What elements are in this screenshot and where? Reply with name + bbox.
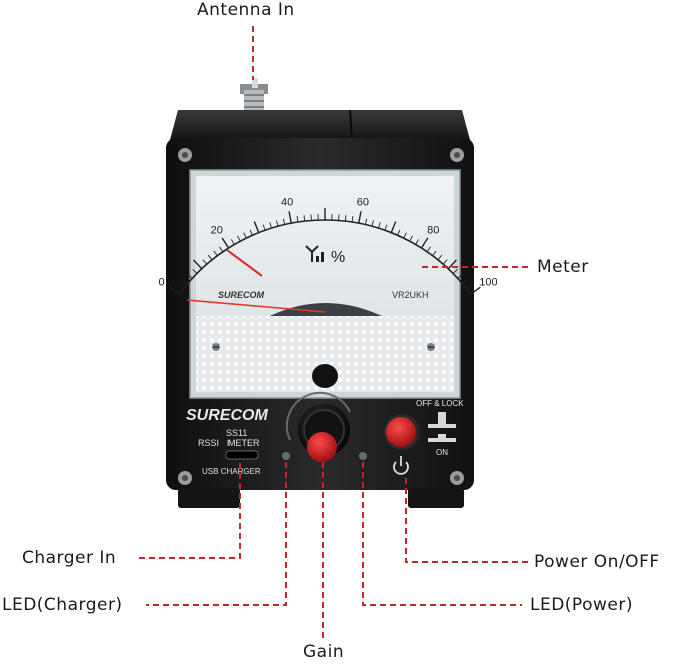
scale-tick-label: 80 bbox=[427, 224, 439, 236]
scale-tick-label: 20 bbox=[211, 224, 223, 236]
usb-charger-port[interactable] bbox=[226, 451, 258, 459]
meter-label: METER bbox=[228, 438, 260, 448]
switch-off-label: OFF & LOCK bbox=[416, 399, 464, 408]
scale-tick-label: 40 bbox=[281, 197, 293, 209]
meter-unit: % bbox=[331, 249, 345, 266]
rssi-label: RSSI bbox=[198, 438, 219, 448]
callout-antenna-in: Antenna In bbox=[197, 0, 295, 20]
foot-right bbox=[408, 488, 464, 508]
callout-power-on-off: Power On/OFF bbox=[534, 552, 660, 572]
callout-led-charger: LED(Charger) bbox=[2, 595, 123, 615]
switch-on-label: ON bbox=[436, 448, 448, 457]
usb-charger-label: USB CHARGER bbox=[202, 467, 261, 476]
device-brand: SURECOM bbox=[186, 407, 268, 424]
led-charger bbox=[282, 452, 290, 460]
zero-adjust-screw bbox=[312, 364, 338, 388]
case-top bbox=[170, 110, 470, 140]
callout-meter: Meter bbox=[537, 257, 589, 277]
antenna-connector bbox=[240, 78, 268, 114]
foot-left bbox=[178, 488, 240, 508]
scale-tick-label: 60 bbox=[357, 197, 369, 209]
scale-tick-label: 0 bbox=[159, 276, 165, 288]
analog-meter: 0 20 40 60 80 100 % SURECOM VR2UKH bbox=[159, 170, 498, 398]
led-power bbox=[359, 452, 367, 460]
scale-tick-label: 100 bbox=[479, 276, 497, 288]
callout-led-power: LED(Power) bbox=[530, 595, 633, 615]
meter-model: VR2UKH bbox=[392, 290, 429, 300]
callout-charger-in: Charger In bbox=[22, 548, 116, 568]
device-model: SS11 bbox=[226, 428, 247, 438]
callout-gain: Gain bbox=[303, 642, 344, 662]
meter-brand: SURECOM bbox=[218, 290, 265, 300]
power-button[interactable] bbox=[384, 414, 420, 450]
